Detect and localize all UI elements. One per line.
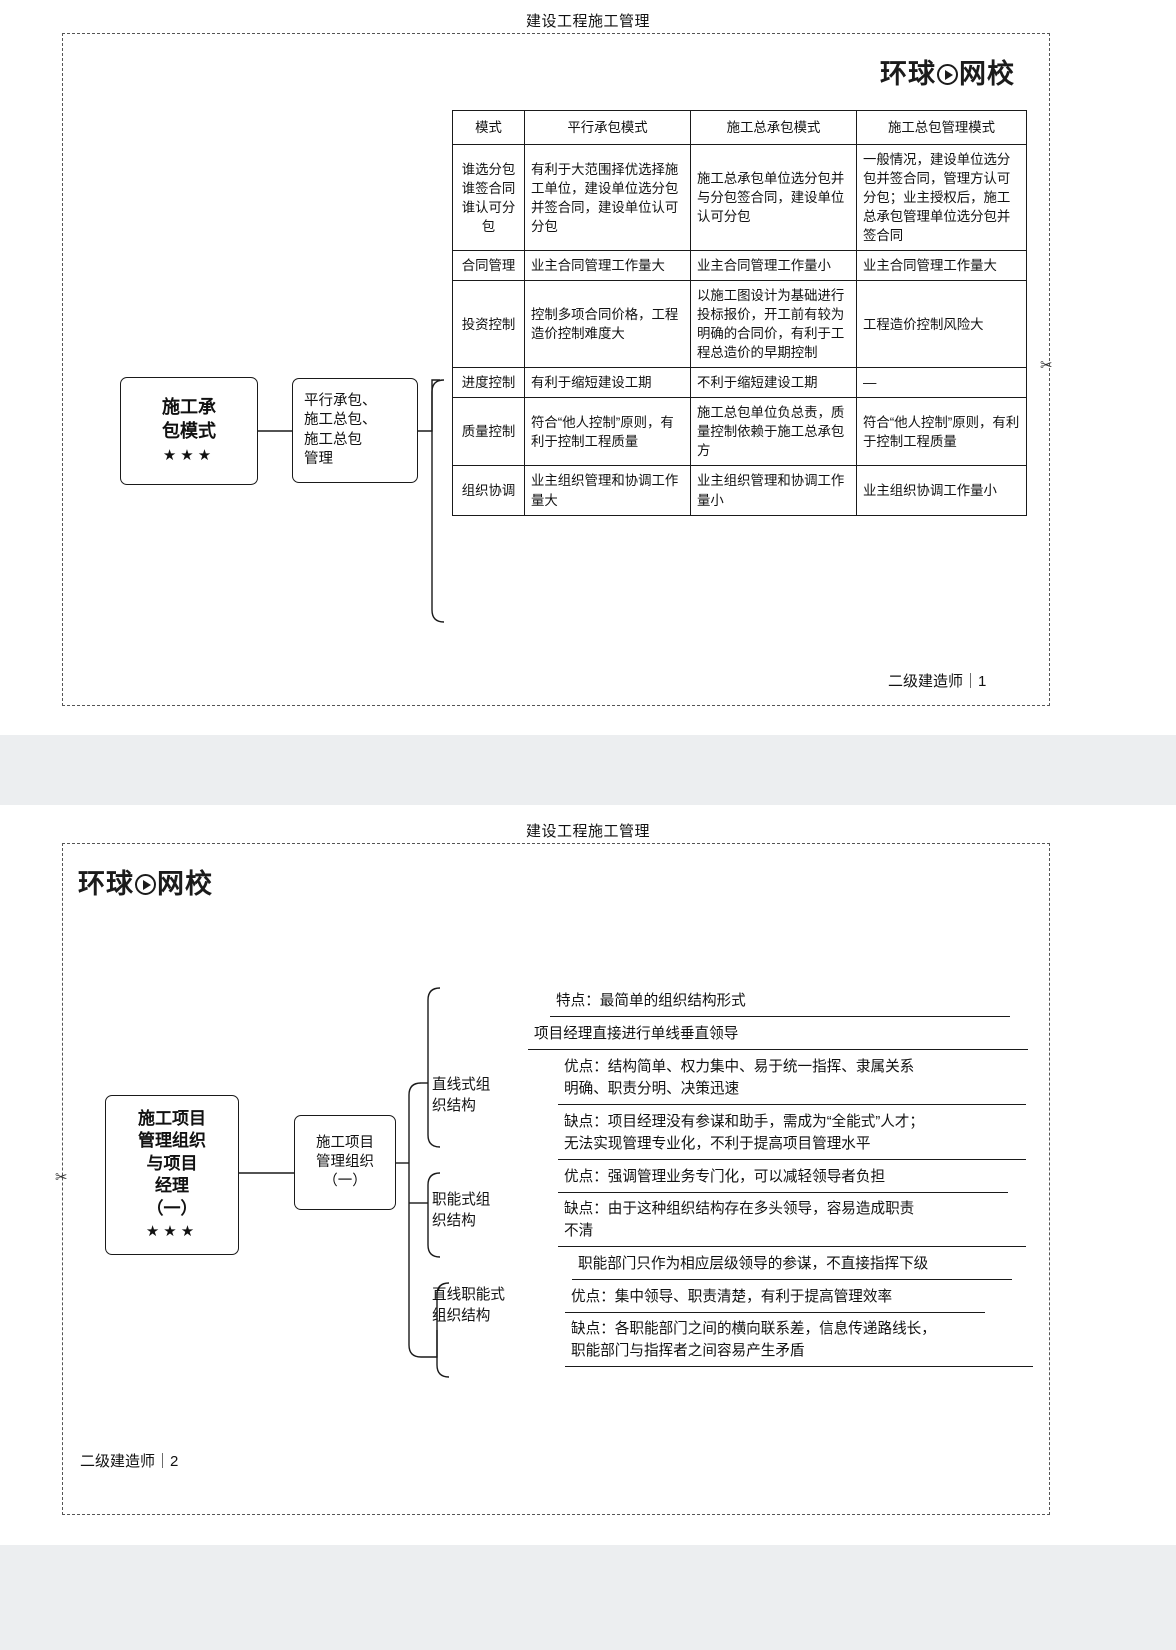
slide-1: 建设工程施工管理 环球网校 ✂ 施工承 包模式 ★★★ 平行承包、 施工总包、 …	[0, 0, 1176, 735]
node-root-text: 施工项目 管理组织 与项目 经理 （一）	[138, 1109, 206, 1218]
table-header-row: 模式 平行承包模式 施工总承包模式 施工总包管理模式	[452, 109, 1027, 146]
leaf-item: 项目经理直接进行单线垂直领导	[528, 1022, 1028, 1050]
node-root-stars: ★★★	[162, 446, 216, 464]
row-cell: 施工总承包单位选分包并与分包签合同，建设单位认可分包	[690, 144, 857, 252]
table-row: 组织协调 业主组织管理和协调工作量大 业主组织管理和协调工作量小 业主组织协调工…	[452, 465, 1027, 516]
table-header-cell-0: 模式	[452, 109, 525, 146]
leaf-item: 职能部门只作为相应层级领导的参谋，不直接指挥下级	[572, 1252, 1012, 1280]
row-label: 投资控制	[452, 280, 525, 369]
row-cell: 业主合同管理工作量大	[524, 250, 691, 282]
node-branch-slide1[interactable]: 平行承包、 施工总包、 施工总包 管理	[292, 378, 418, 483]
node-root-slide2[interactable]: 施工项目 管理组织 与项目 经理 （一） ★★★	[105, 1095, 239, 1255]
leaf-item: 缺点：由于这种组织结构存在多头领导，容易造成职责 不清	[558, 1197, 1026, 1247]
row-cell: —	[856, 367, 1027, 399]
row-cell: 有利于大范围择优选择施工单位，建设单位选分包并签合同，建设单位认可分包	[524, 144, 691, 252]
slide-2: 建设工程施工管理 环球网校 ✂ 施工项目 管理组织 与项目 经理 （一） ★★★…	[0, 805, 1176, 1545]
slide-2-footer: 二级建造师｜2	[80, 1453, 179, 1470]
slide-1-footer: 二级建造师｜1	[888, 673, 987, 690]
logo-text-right: 网校	[959, 59, 1015, 90]
logo-text-right: 网校	[157, 869, 213, 900]
row-cell: 一般情况，建设单位选分包并签合同，管理方认可分包；业主授权后，施工总承包管理单位…	[856, 144, 1027, 252]
row-cell: 业主合同管理工作量小	[690, 250, 857, 282]
row-label: 进度控制	[452, 367, 525, 399]
play-circle-icon	[135, 874, 156, 895]
logo-text-left: 环球	[880, 59, 936, 90]
logo-text-left: 环球	[78, 869, 134, 900]
leaf-item: 缺点：各职能部门之间的横向联系差，信息传递路线长， 职能部门与指挥者之间容易产生…	[565, 1317, 1033, 1367]
table-header: 模式 平行承包模式 施工总承包模式 施工总包管理模式	[452, 109, 1027, 146]
table-header-cell-2: 施工总承包模式	[690, 109, 857, 146]
row-label: 合同管理	[452, 250, 525, 282]
brand-logo: 环球网校	[78, 862, 213, 901]
row-cell: 施工总包单位负总责，质量控制依赖于施工总承包方	[690, 397, 857, 467]
comparison-table: 模式 平行承包模式 施工总承包模式 施工总包管理模式 谁选分包 谁签合同 谁认可…	[452, 109, 1027, 516]
node-branch-label: 平行承包、 施工总包、 施工总包 管理	[304, 393, 377, 467]
row-cell: 有利于缩短建设工期	[524, 367, 691, 399]
leaf-item: 特点：最简单的组织结构形式	[550, 989, 1010, 1017]
group-label-1: 职能式组 织结构	[432, 1192, 491, 1230]
row-cell: 工程造价控制风险大	[856, 280, 1027, 369]
table-header-cell-3: 施工总包管理模式	[856, 109, 1027, 146]
slide-gap	[0, 735, 1176, 805]
row-label: 谁选分包 谁签合同 谁认可分 包	[452, 144, 525, 252]
node-root-slide1[interactable]: 施工承 包模式 ★★★	[120, 377, 258, 485]
brand-logo: 环球网校	[880, 52, 1015, 91]
table-header-cell-1: 平行承包模式	[524, 109, 691, 146]
row-cell: 符合“他人控制”原则，有利于控制工程质量	[524, 397, 691, 467]
leaf-item: 优点：集中领导、职责清楚，有利于提高管理效率	[565, 1285, 985, 1313]
slide-2-header-title: 建设工程施工管理	[525, 823, 650, 840]
row-cell: 业主组织协调工作量小	[856, 465, 1027, 516]
table-row: 质量控制 符合“他人控制”原则，有利于控制工程质量 施工总包单位负总责，质量控制…	[452, 397, 1027, 467]
row-cell: 不利于缩短建设工期	[690, 367, 857, 399]
scissors-cut-mark-left: ✂	[55, 1169, 68, 1186]
table-row: 谁选分包 谁签合同 谁认可分 包 有利于大范围择优选择施工单位，建设单位选分包并…	[452, 144, 1027, 252]
node-root-line1: 施工承	[162, 397, 216, 418]
row-cell: 以施工图设计为基础进行投标报价，开工前有较为明确的合同价，有利于工程总造价的早期…	[690, 280, 857, 369]
row-label: 质量控制	[452, 397, 525, 467]
row-cell: 符合“他人控制”原则，有利于控制工程质量	[856, 397, 1027, 467]
row-label: 组织协调	[452, 465, 525, 516]
node-branch-label: 施工项目 管理组织 （一）	[316, 1134, 374, 1190]
leaf-item: 缺点：项目经理没有参谋和助手，需成为“全能式”人才； 无法实现管理专业化，不利于…	[558, 1110, 1026, 1160]
node-root-line2: 包模式	[162, 421, 216, 442]
row-cell: 业主组织管理和协调工作量大	[524, 465, 691, 516]
slide-1-header-title: 建设工程施工管理	[525, 13, 650, 30]
table-row: 投资控制 控制多项合同价格，工程造价控制难度大 以施工图设计为基础进行投标报价，…	[452, 280, 1027, 369]
node-branch-slide2[interactable]: 施工项目 管理组织 （一）	[294, 1115, 396, 1210]
play-circle-icon	[937, 64, 958, 85]
node-root-stars: ★★★	[145, 1223, 199, 1241]
row-cell: 控制多项合同价格，工程造价控制难度大	[524, 280, 691, 369]
row-cell: 业主组织管理和协调工作量小	[690, 465, 857, 516]
group-label-2: 直线职能式 组织结构	[432, 1287, 505, 1325]
scissors-cut-mark-right: ✂	[1040, 357, 1053, 374]
table-row: 合同管理 业主合同管理工作量大 业主合同管理工作量小 业主合同管理工作量大	[452, 250, 1027, 282]
leaf-item: 优点：强调管理业务专门化，可以减轻领导者负担	[558, 1165, 1008, 1193]
bottom-gap	[0, 1545, 1176, 1650]
row-cell: 业主合同管理工作量大	[856, 250, 1027, 282]
table-row: 进度控制 有利于缩短建设工期 不利于缩短建设工期 —	[452, 367, 1027, 399]
leaf-item: 优点：结构简单、权力集中、易于统一指挥、隶属关系 明确、职责分明、决策迅速	[558, 1055, 1026, 1105]
table-body: 谁选分包 谁签合同 谁认可分 包 有利于大范围择优选择施工单位，建设单位选分包并…	[452, 144, 1027, 516]
group-label-0: 直线式组 织结构	[432, 1077, 491, 1115]
